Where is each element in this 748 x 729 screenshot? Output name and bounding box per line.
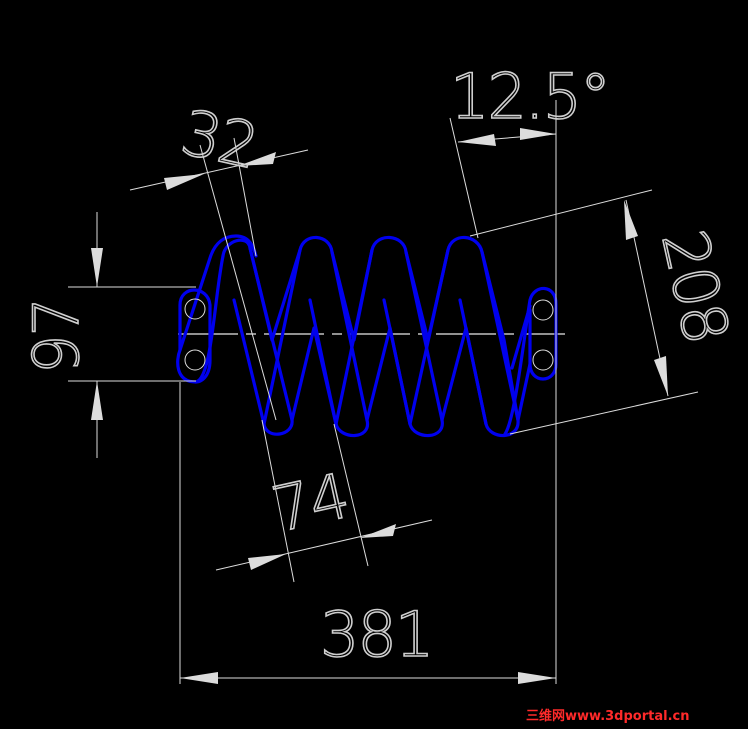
dim-line-32 — [129, 149, 309, 191]
arrow-left-angle — [458, 134, 496, 146]
dimension-inner-height: 97 — [19, 212, 196, 458]
arrow-left-381 — [180, 672, 218, 684]
back-strand-4 — [365, 326, 412, 426]
spring-body — [176, 234, 558, 438]
dim-label-74: 74 — [265, 459, 354, 546]
angle-leg — [449, 117, 479, 239]
dimension-pitch: 74 — [215, 419, 433, 583]
coil-3-front — [334, 235, 444, 438]
arrow-down — [91, 248, 103, 287]
back-strand-5 — [404, 248, 450, 342]
arrow-left-74 — [248, 554, 286, 570]
back-strand-1 — [248, 246, 302, 342]
right-end-coil — [503, 286, 558, 436]
dimension-wire-pitch: 32 — [129, 95, 309, 421]
right-inner-wire — [510, 304, 532, 370]
arrow-right-74 — [360, 524, 396, 538]
extension-line-b-74 — [333, 423, 369, 567]
arrow-right-angle — [520, 128, 556, 140]
extension-line-b — [233, 137, 257, 257]
arrow-up — [91, 381, 103, 420]
back-strand-2 — [290, 326, 338, 426]
arrow-right-381 — [518, 672, 556, 684]
left-lead-wire — [194, 254, 225, 384]
extension-line-upper — [469, 189, 653, 237]
dimension-outer-diameter: 208 — [469, 189, 744, 435]
arrow-right-32 — [238, 152, 276, 166]
back-strand-3 — [330, 248, 374, 342]
right-end-section-top — [532, 299, 554, 321]
left-end-coil — [176, 288, 212, 384]
dimension-helix-angle: 12.5° — [449, 59, 612, 684]
back-strand-6 — [440, 326, 488, 426]
right-end-section-bottom — [532, 349, 554, 371]
arrow-left-32 — [164, 174, 204, 190]
arrow-up-208 — [624, 200, 638, 240]
dim-label-12-5: 12.5° — [450, 60, 609, 133]
arrow-down-208 — [654, 356, 668, 396]
back-strand-7 — [480, 250, 520, 422]
dim-label-381: 381 — [320, 598, 432, 671]
right-end-turn — [516, 362, 532, 422]
watermark-text: 三维网www.3dportal.cn — [526, 708, 689, 724]
extension-line-a-74 — [261, 419, 295, 583]
dim-label-97: 97 — [20, 299, 93, 374]
dim-label-32: 32 — [175, 95, 264, 182]
left-end-turn — [178, 234, 258, 352]
left-end-section-top — [184, 298, 206, 320]
dimension-free-length: 381 — [179, 382, 556, 684]
extension-line-lower — [509, 391, 699, 435]
dim-label-208: 208 — [647, 223, 743, 348]
extension-line-a — [199, 144, 277, 421]
left-end-section-bottom — [184, 349, 206, 371]
